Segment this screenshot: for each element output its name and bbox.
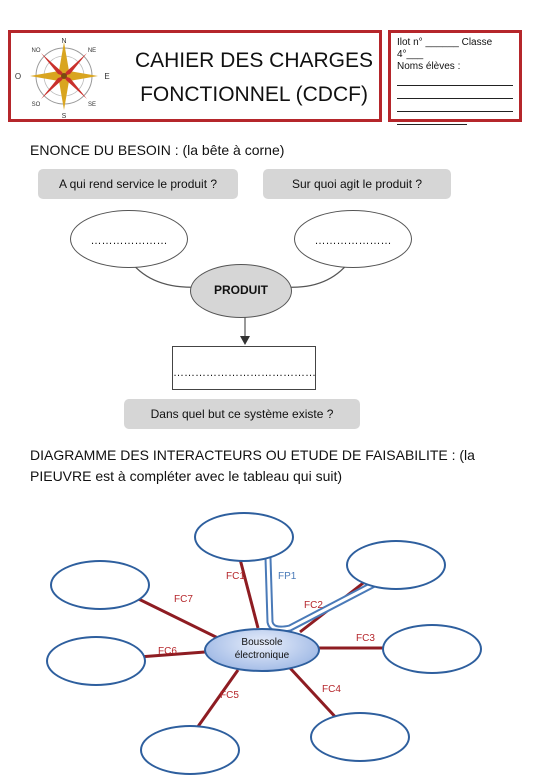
fp1-label: FP1 <box>278 571 297 582</box>
compass-so-label: SO <box>32 102 41 108</box>
compass-n-label: N <box>61 38 66 45</box>
service-answer-field[interactable]: ………………… <box>90 235 168 247</box>
fc5-label: FC5 <box>220 690 239 701</box>
noms-eleves-label: Noms élèves : <box>397 61 461 72</box>
header-frame <box>8 30 382 122</box>
interactor-oval-right[interactable] <box>382 624 482 674</box>
fc6-label: FC6 <box>158 646 177 657</box>
besoin-heading: ENONCE DU BESOIN : (la bête à corne) <box>30 142 285 158</box>
question-agit-box: Sur quoi agit le produit ? <box>263 169 451 199</box>
interactor-oval-top[interactable] <box>194 512 294 562</box>
fc4-label: FC4 <box>322 684 341 695</box>
name-line-2[interactable] <box>397 86 513 99</box>
name-line-3[interactable] <box>397 99 513 112</box>
fc7-label: FC7 <box>174 594 193 605</box>
pieuvre-heading-line2: PIEUVRE est à compléter avec le tableau … <box>30 468 343 484</box>
pieuvre-heading-line1: DIAGRAMME DES INTERACTEURS OU ETUDE DE F… <box>30 447 475 463</box>
compass-rose-icon: N S E O NO NE SO SE <box>15 38 110 120</box>
name-line-1[interactable] <box>397 73 513 86</box>
ilot-classe-field[interactable]: Ilot n° ______ Classe 4°___ <box>397 37 493 60</box>
fc3-label: FC3 <box>356 633 375 644</box>
central-product-line1: Boussole <box>241 637 283 648</box>
but-answer-box: ………………………………… <box>172 346 316 390</box>
compass-no-label: NO <box>32 48 41 54</box>
interactor-oval-left[interactable] <box>46 636 146 686</box>
fc2-label: FC2 <box>304 600 323 611</box>
central-product-line2: électronique <box>234 650 290 661</box>
interactor-oval-upper-right[interactable] <box>346 540 446 590</box>
agit-answer-field[interactable]: ………………… <box>314 235 392 247</box>
question-but-box: Dans quel but ce système existe ? <box>124 399 360 429</box>
compass-se-label: SE <box>88 102 96 108</box>
identification-box: Ilot n° ______ Classe 4°___ Noms élèves … <box>388 30 522 125</box>
oval-produit: PRODUIT <box>190 264 292 318</box>
but-answer-field[interactable]: ………………………………… <box>173 367 316 379</box>
fc1-label: FC1 <box>226 571 245 582</box>
page-title-line1: CAHIER DES CHARGES <box>134 49 374 72</box>
central-product-oval: Boussole électronique <box>204 628 320 672</box>
compass-o-label: O <box>15 72 21 81</box>
interactor-oval-upper-left[interactable] <box>50 560 150 610</box>
oval-service: ………………… <box>70 210 188 268</box>
produit-label: PRODUIT <box>214 283 268 297</box>
compass-e-label: E <box>104 72 109 81</box>
oval-agit: ………………… <box>294 210 412 268</box>
compass-s-label: S <box>62 113 67 120</box>
name-line-4[interactable] <box>397 112 467 125</box>
interactor-oval-lower-left[interactable] <box>140 725 240 775</box>
compass-ne-label: NE <box>88 48 96 54</box>
page-title-line2: FONCTIONNEL (CDCF) <box>140 83 368 106</box>
interactor-oval-lower-right[interactable] <box>310 712 410 762</box>
question-service-box: A qui rend service le produit ? <box>38 169 238 199</box>
